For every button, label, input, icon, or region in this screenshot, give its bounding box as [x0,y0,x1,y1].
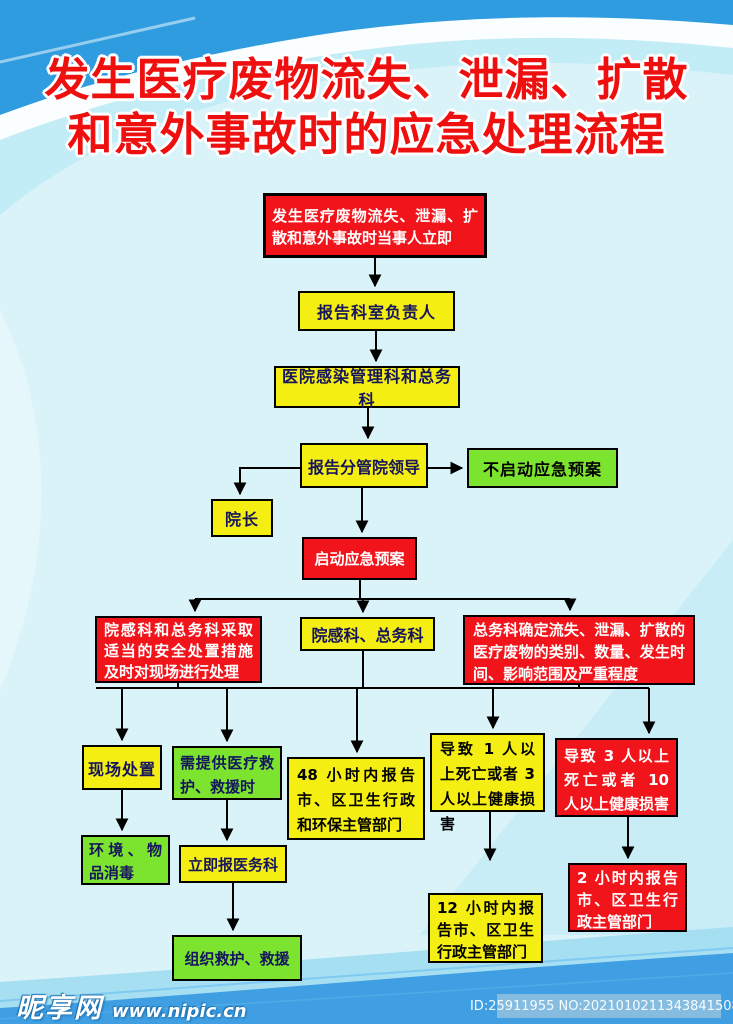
node-organize-rescue: 组织救护、救援 [172,935,302,981]
node-infection-office: 医院感染管理科和总务科 [274,366,460,410]
node-incident: 发生医疗废物流失、泄漏、扩散和意外事故时当事人立即 [263,193,487,258]
node-disinfect: 环境、物品消毒 [81,835,170,885]
title-line-1: 发生医疗废物流失、泄漏、扩散 [44,53,689,106]
node-dean: 院长 [211,499,273,537]
node-depts: 院感科、总务科 [300,617,435,651]
node-no-plan: 不启动应急预案 [467,448,618,488]
node-report-48h: 48 小时内报告市、区卫生行政和环保主管部门 [287,757,425,840]
node-report-leader: 报告分管院领导 [300,443,428,488]
site-url: www.nipic.cn [112,1001,247,1022]
node-report-12h: 12 小时内报告市、区卫生行政主管部门 [428,893,543,963]
node-report-medical-dept: 立即报医务科 [179,845,287,883]
site-watermark: 昵享网 www.nipic.cn [16,986,247,1024]
node-safety-measures: 院感科和总务科采取适当的安全处置措施及时对现场进行处理 [95,616,262,683]
image-id-badge: ID:25911955 NO:20210102113438415082 [470,994,733,1018]
node-start-plan: 启动应急预案 [302,537,417,580]
node-report-dept: 报告科室负责人 [298,291,455,331]
title-line-2: 和意外事故时的应急处理流程 [67,108,666,161]
node-death-3: 导致 3 人以上死亡或者 10 人以上健康损害 [555,738,678,817]
poster-title: 发生医疗废物流失、泄漏、扩散 和意外事故时的应急处理流程 [0,52,733,162]
node-site-handling: 现场处置 [82,745,162,790]
node-determine-scope: 总务科确定流失、泄漏、扩散的医疗废物的类别、数量、发生时间、影响范围及严重程度 [463,615,695,685]
node-medical-rescue-need: 需提供医疗救护、救援时 [172,746,282,800]
node-death-1: 导致 1 人以上死亡或者 3 人以上健康损害 [430,733,545,833]
node-report-2h: 2 小时内报告市、区卫生行政主管部门 [568,863,687,932]
site-logo: 昵享网 [16,993,103,1024]
